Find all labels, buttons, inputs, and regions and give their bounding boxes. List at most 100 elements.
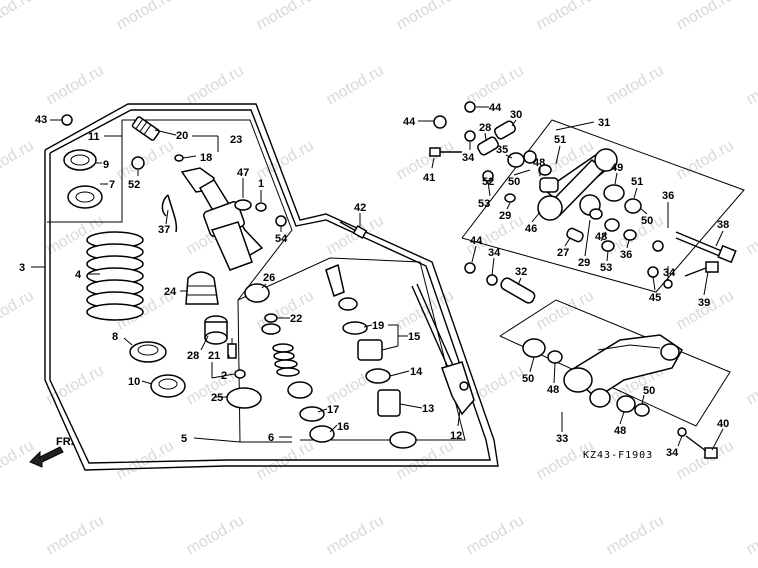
watermark: motod.ru [674, 0, 737, 33]
nut-52 [131, 156, 145, 170]
callout: 18 [200, 152, 212, 164]
upper-arm-31 [537, 148, 618, 221]
callout: 2 [221, 370, 227, 382]
callout: 11 [88, 131, 100, 143]
callout: 45 [649, 292, 661, 304]
callout: 29 [499, 210, 511, 222]
callout: 30 [510, 109, 522, 121]
callout: 12 [450, 430, 462, 442]
watermark: motod.ru [604, 512, 667, 558]
callout: 50 [643, 385, 655, 397]
watermark: motod.ru [324, 212, 387, 258]
front-arrow: FR. [29, 436, 74, 468]
callout: 38 [717, 219, 729, 231]
callout: 34 [663, 267, 676, 279]
shock-parts [61, 114, 475, 449]
callout: 47 [237, 167, 249, 179]
watermark: motod.ru [114, 137, 177, 183]
callout: 29 [578, 257, 590, 269]
callout: 34 [666, 447, 679, 459]
watermark: motod.ru [674, 137, 737, 183]
callout: 17 [327, 404, 339, 416]
cap-2 [234, 369, 246, 379]
washer-1 [255, 202, 267, 212]
watermark: motod.ru [184, 512, 247, 558]
callout: 15 [408, 331, 420, 343]
watermark: motod.ru [184, 62, 247, 108]
adjuster-20 [131, 116, 160, 141]
callout: 51 [554, 134, 566, 146]
callout: 33 [556, 433, 568, 445]
callout: 49 [611, 162, 623, 174]
bolt-39 [684, 261, 719, 277]
lower-arm-outline [499, 299, 731, 427]
nut-54 [275, 215, 287, 227]
callout: 37 [158, 224, 170, 236]
callout: 42 [354, 202, 366, 214]
callout: 44 [470, 235, 483, 247]
callout: 14 [410, 366, 423, 378]
bump-rubber-24 [185, 271, 219, 305]
bushing-28 [204, 315, 228, 345]
watermark: motod.ru [604, 62, 667, 108]
diagram-code: KZ43-F1903 [583, 450, 653, 461]
callout-numbers: 43 11 9 7 3 4 8 10 5 20 23 18 52 47 1 37… [19, 102, 729, 459]
callout: 51 [631, 176, 643, 188]
watermark: motod.ru [0, 137, 37, 183]
watermark: motod.ru [744, 212, 758, 258]
callout: 50 [641, 215, 653, 227]
callout: 10 [128, 376, 140, 388]
callout: 9 [103, 159, 109, 171]
ring-25 [226, 387, 262, 409]
callout: 27 [557, 247, 569, 259]
watermark: motod.ru [534, 0, 597, 33]
watermark: motod.ru [674, 287, 737, 333]
damper-stack-15 [325, 263, 417, 449]
callout: 5 [181, 433, 187, 445]
callout: 36 [662, 190, 674, 202]
callout: 48 [547, 384, 559, 396]
callout: 41 [423, 172, 435, 184]
collar-30 [494, 120, 516, 140]
callout: 50 [522, 373, 534, 385]
lock-ring-7 [67, 185, 103, 209]
nut-43 [61, 114, 73, 126]
callout: 22 [290, 313, 302, 325]
callout: 46 [525, 223, 537, 235]
callout: 43 [35, 114, 47, 126]
callout: 26 [263, 272, 275, 284]
watermark: motod.ru [464, 512, 527, 558]
watermark: motod.ru [324, 62, 387, 108]
callout: 48 [614, 425, 626, 437]
callout: 3 [19, 262, 25, 274]
watermark: motod.ru [744, 512, 758, 558]
collar-32 [500, 277, 536, 304]
callout: 52 [482, 176, 494, 188]
seal-8 [129, 341, 167, 363]
callout: 53 [478, 198, 490, 210]
bolt-38 [675, 231, 737, 264]
callout: 48 [595, 231, 607, 243]
callout: 36 [620, 249, 632, 261]
callout: 31 [598, 117, 610, 129]
lower-arm-33 [563, 334, 683, 408]
callout: 40 [717, 418, 729, 430]
callout: 23 [230, 134, 242, 146]
callout: 25 [211, 392, 223, 404]
collar-28 [477, 136, 499, 156]
watermark: motod.ru [394, 0, 457, 33]
callout: 16 [337, 421, 349, 433]
callout: 35 [496, 144, 508, 156]
bolt-41 [429, 147, 462, 157]
bolt-40 [685, 435, 718, 459]
callout: 44 [489, 102, 502, 114]
bolt-42 [339, 221, 368, 239]
callout: 7 [109, 179, 115, 191]
shock-body [161, 167, 264, 271]
callout: 34 [488, 247, 501, 259]
callout-leaders [31, 106, 724, 451]
valve-21 [227, 338, 237, 359]
callout: 39 [698, 297, 710, 309]
watermark: motod.ru [254, 137, 317, 183]
